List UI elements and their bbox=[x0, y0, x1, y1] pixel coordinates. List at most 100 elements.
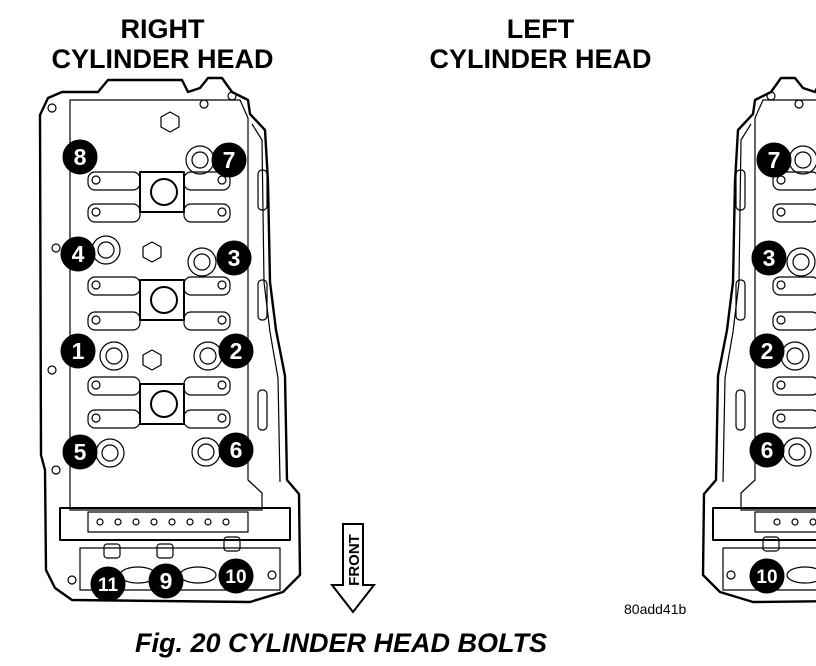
rocker-pivot bbox=[217, 380, 227, 390]
rocker-pivot bbox=[91, 380, 101, 390]
right-head-title-line2: CYLINDER HEAD bbox=[51, 44, 274, 74]
rocker-arm bbox=[772, 409, 816, 429]
left-bolt-10-marker bbox=[749, 558, 785, 594]
rocker-pivot bbox=[776, 175, 786, 185]
rocker-pivot bbox=[217, 413, 227, 423]
cam-journal bbox=[150, 178, 178, 206]
rocker-pivot bbox=[776, 413, 786, 423]
rocker-arm bbox=[772, 311, 816, 331]
valve-spring bbox=[95, 438, 125, 468]
rail-hole bbox=[168, 518, 176, 526]
rocker-pivot bbox=[776, 380, 786, 390]
left-bolt-2-label: 2 bbox=[761, 338, 774, 364]
rail-hole bbox=[222, 518, 230, 526]
valve-spring bbox=[91, 235, 121, 265]
right-bolt-3-marker bbox=[216, 240, 252, 276]
rocker-pivot bbox=[91, 315, 101, 325]
left-bolt-7-marker bbox=[756, 142, 792, 178]
head-outline bbox=[38, 76, 302, 604]
rocker-pivot bbox=[776, 207, 786, 217]
stud-boss bbox=[762, 536, 780, 552]
valve-retainer bbox=[197, 443, 215, 461]
right-bolt-7-marker bbox=[211, 142, 247, 178]
right-bolt-8-label: 8 bbox=[74, 144, 87, 170]
rocker-arm bbox=[87, 409, 141, 429]
rocker-arm bbox=[772, 276, 816, 296]
rocker-pivot bbox=[217, 175, 227, 185]
side-slot bbox=[735, 279, 746, 321]
valve-retainer bbox=[786, 347, 804, 365]
rocker-pivot bbox=[91, 280, 101, 290]
spark-plug-boss bbox=[142, 241, 162, 263]
side-slot bbox=[257, 389, 268, 431]
cam-journal bbox=[150, 286, 178, 314]
bolt-rail bbox=[87, 511, 249, 533]
valve-spring bbox=[786, 247, 816, 277]
rocker-pivot bbox=[776, 315, 786, 325]
front-arrow-shape bbox=[329, 523, 377, 614]
cam-bridge bbox=[139, 383, 185, 425]
rocker-arm bbox=[87, 311, 141, 331]
head-inner-outline bbox=[69, 99, 263, 511]
rocker-arm bbox=[183, 409, 231, 429]
rocker-pivot bbox=[217, 280, 227, 290]
rocker-arm bbox=[87, 376, 141, 396]
rail-hole bbox=[809, 518, 816, 526]
front-arrow-label: FRONT bbox=[346, 534, 363, 586]
stud-boss bbox=[156, 543, 174, 559]
left-bolt-10-label: 10 bbox=[756, 567, 777, 588]
valve-spring bbox=[187, 247, 217, 277]
rocker-arm bbox=[183, 376, 231, 396]
valve-spring bbox=[788, 145, 816, 175]
right-bolt-3-label: 3 bbox=[228, 245, 241, 271]
figure-caption: Fig. 20 CYLINDER HEAD BOLTS bbox=[135, 628, 548, 658]
cam-bridge bbox=[139, 279, 185, 321]
mounting-hole bbox=[67, 575, 77, 585]
side-slot bbox=[257, 169, 268, 211]
valve-spring bbox=[191, 437, 221, 467]
side-slot bbox=[735, 389, 746, 431]
rail-hole bbox=[204, 518, 212, 526]
front-plate bbox=[59, 507, 291, 541]
valve-retainer bbox=[105, 347, 123, 365]
rocker-arm bbox=[772, 376, 816, 396]
cam-bridge bbox=[139, 171, 185, 213]
mounting-hole bbox=[47, 365, 57, 375]
rocker-pivot bbox=[91, 413, 101, 423]
mounting-hole bbox=[51, 243, 61, 253]
right-bolt-6-marker bbox=[218, 432, 254, 468]
rocker-arm bbox=[772, 203, 816, 223]
head-inner-outline bbox=[740, 99, 816, 511]
spark-plug-boss bbox=[160, 111, 180, 133]
oil-port bbox=[786, 566, 816, 584]
valve-retainer bbox=[199, 347, 217, 365]
valve-retainer bbox=[97, 241, 115, 259]
rocker-pivot bbox=[91, 207, 101, 217]
left-bolt-3-label: 3 bbox=[763, 245, 776, 271]
right-bolt-11-marker bbox=[90, 566, 126, 602]
rocker-pivot bbox=[217, 315, 227, 325]
rocker-arm bbox=[87, 171, 141, 191]
front-arrow: FRONT bbox=[329, 523, 377, 614]
right-bolt-2-label: 2 bbox=[230, 338, 243, 364]
front-end bbox=[722, 547, 816, 591]
valve-retainer bbox=[193, 253, 211, 271]
valve-spring bbox=[185, 145, 215, 175]
mounting-hole bbox=[794, 99, 804, 109]
right-bolt-11-label: 11 bbox=[98, 575, 119, 596]
rocker-pivot bbox=[217, 207, 227, 217]
mounting-hole bbox=[227, 91, 237, 101]
right-bolt-4-label: 4 bbox=[72, 241, 85, 267]
cam-journal bbox=[150, 390, 178, 418]
right-bolt-10-label: 10 bbox=[225, 567, 246, 588]
rail-hole bbox=[96, 518, 104, 526]
side-slot bbox=[735, 169, 746, 211]
valve-retainer bbox=[191, 151, 209, 169]
left-head-title-line2: CYLINDER HEAD bbox=[429, 44, 652, 74]
bolt-rail bbox=[754, 511, 816, 533]
valve-spring bbox=[780, 341, 810, 371]
mounting-hole bbox=[199, 99, 209, 109]
